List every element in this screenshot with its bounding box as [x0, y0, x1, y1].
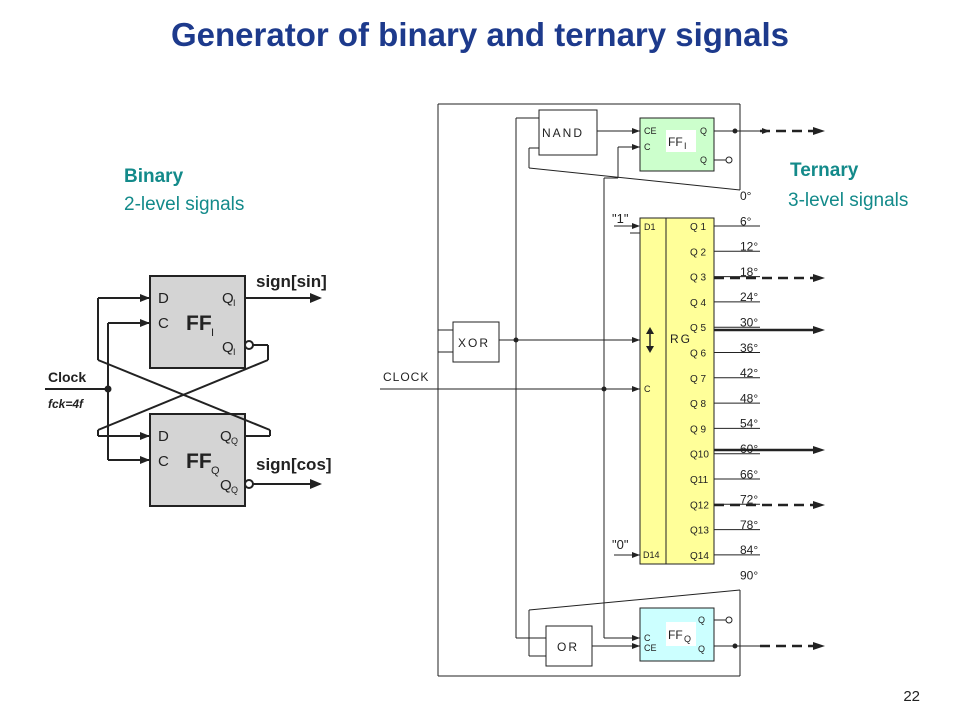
rg-name: RG — [670, 332, 692, 346]
xor-box — [452, 321, 500, 363]
phase-label: 0° — [740, 189, 752, 203]
ffq-c-label: C — [644, 633, 651, 643]
ff-i-qbar-label: Q — [222, 339, 234, 356]
phase-label: 18° — [740, 265, 758, 279]
const-zero-label: "0" — [612, 537, 629, 552]
ffi-q-label: Q — [700, 126, 707, 136]
ffi-qbar-label: Q — [700, 155, 707, 165]
phase-label: 24° — [740, 290, 758, 304]
page-number: 22 — [903, 688, 920, 705]
phase-label: 30° — [740, 316, 758, 330]
phase-label: 78° — [740, 518, 758, 532]
register-output-label: Q13 — [690, 526, 709, 537]
ff-q-c-label: C — [158, 453, 169, 470]
ff-q-name: FF — [186, 450, 212, 473]
ternary-heading: Ternary — [790, 160, 859, 181]
register-output-label: Q 2 — [690, 247, 707, 258]
phase-label: 54° — [740, 417, 758, 431]
ffi-sub: I — [684, 141, 687, 151]
page-title: Generator of binary and ternary signals — [170, 16, 789, 53]
register-output-label: Q10 — [690, 450, 709, 461]
ff-q-box — [149, 413, 246, 507]
or-label: OR — [557, 640, 579, 654]
ffi-ce-label: CE — [644, 126, 657, 136]
ffq-name: FF — [668, 628, 683, 642]
phase-label: 6° — [740, 214, 752, 228]
ff-q-q-sub: Q — [231, 436, 238, 446]
ff-i-q-sub: I — [233, 298, 236, 308]
binary-heading: Binary — [124, 166, 184, 187]
register-output-label: Q11 — [690, 475, 709, 486]
ff-i-qbar-sub: I — [233, 347, 236, 357]
rg-d1-label: D1 — [644, 222, 656, 232]
register-output-label: Q 8 — [690, 399, 707, 410]
register-output-label: Q12 — [690, 500, 709, 511]
ff-i-sub: I — [211, 327, 214, 339]
const-one-label: "1" — [612, 211, 629, 226]
ff-q-d-label: D — [158, 428, 169, 445]
register-output-label: Q14 — [690, 551, 709, 562]
register-output-label: Q 7 — [690, 374, 707, 385]
ff-i-box — [149, 275, 246, 369]
phase-label: 90° — [740, 569, 758, 583]
register-box — [639, 217, 715, 565]
nand-box — [538, 109, 598, 156]
register-output-label: Q 6 — [690, 349, 707, 360]
phase-label: 60° — [740, 442, 758, 456]
ffq-ce-label: CE — [644, 643, 657, 653]
ffi-name: FF — [668, 135, 683, 149]
nand-label: NAND — [542, 126, 584, 140]
phase-label: 48° — [740, 391, 758, 405]
ffq-qbar-label: Q — [698, 644, 705, 654]
register-output-label: Q 4 — [690, 298, 707, 309]
phase-label: 42° — [740, 366, 758, 380]
binary-subheading: 2-level signals — [124, 194, 245, 215]
sign-cos-label: sign[cos] — [256, 455, 332, 474]
freq-label: fck=4f — [48, 397, 84, 411]
register-output-label: Q 1 — [690, 222, 707, 233]
ff-i-c-label: C — [158, 315, 169, 332]
ff-i-d-label: D — [158, 290, 169, 307]
ffq-sub: Q — [684, 634, 691, 644]
ff-q-q-label: Q — [220, 428, 232, 445]
ternary-subheading: 3-level signals — [788, 190, 909, 211]
clock-label: Clock — [48, 369, 86, 385]
phase-label: 66° — [740, 467, 758, 481]
clock-input-label: CLOCK — [383, 370, 429, 384]
ffq-q-label: Q — [698, 615, 705, 625]
ff-q-qbar-sub: Q — [231, 485, 238, 495]
ff-i-name: FF — [186, 312, 212, 335]
rg-d14-label: D14 — [643, 550, 660, 560]
register-output-label: Q 9 — [690, 424, 707, 435]
sign-sin-label: sign[sin] — [256, 272, 327, 291]
ff-q-sub: Q — [211, 465, 220, 477]
register-output-label: Q 5 — [690, 323, 707, 334]
ff-i-q-label: Q — [222, 290, 234, 307]
phase-label: 84° — [740, 543, 758, 557]
xor-label: XOR — [458, 336, 490, 350]
ffi-c-label: C — [644, 142, 651, 152]
register-output-label: Q 3 — [690, 273, 707, 284]
phase-label: 12° — [740, 240, 758, 254]
rg-c-label: C — [644, 384, 651, 394]
or-box — [545, 625, 593, 667]
phase-label: 72° — [740, 493, 758, 507]
ff-q-qbar-label: Q — [220, 477, 232, 494]
phase-label: 36° — [740, 341, 758, 355]
